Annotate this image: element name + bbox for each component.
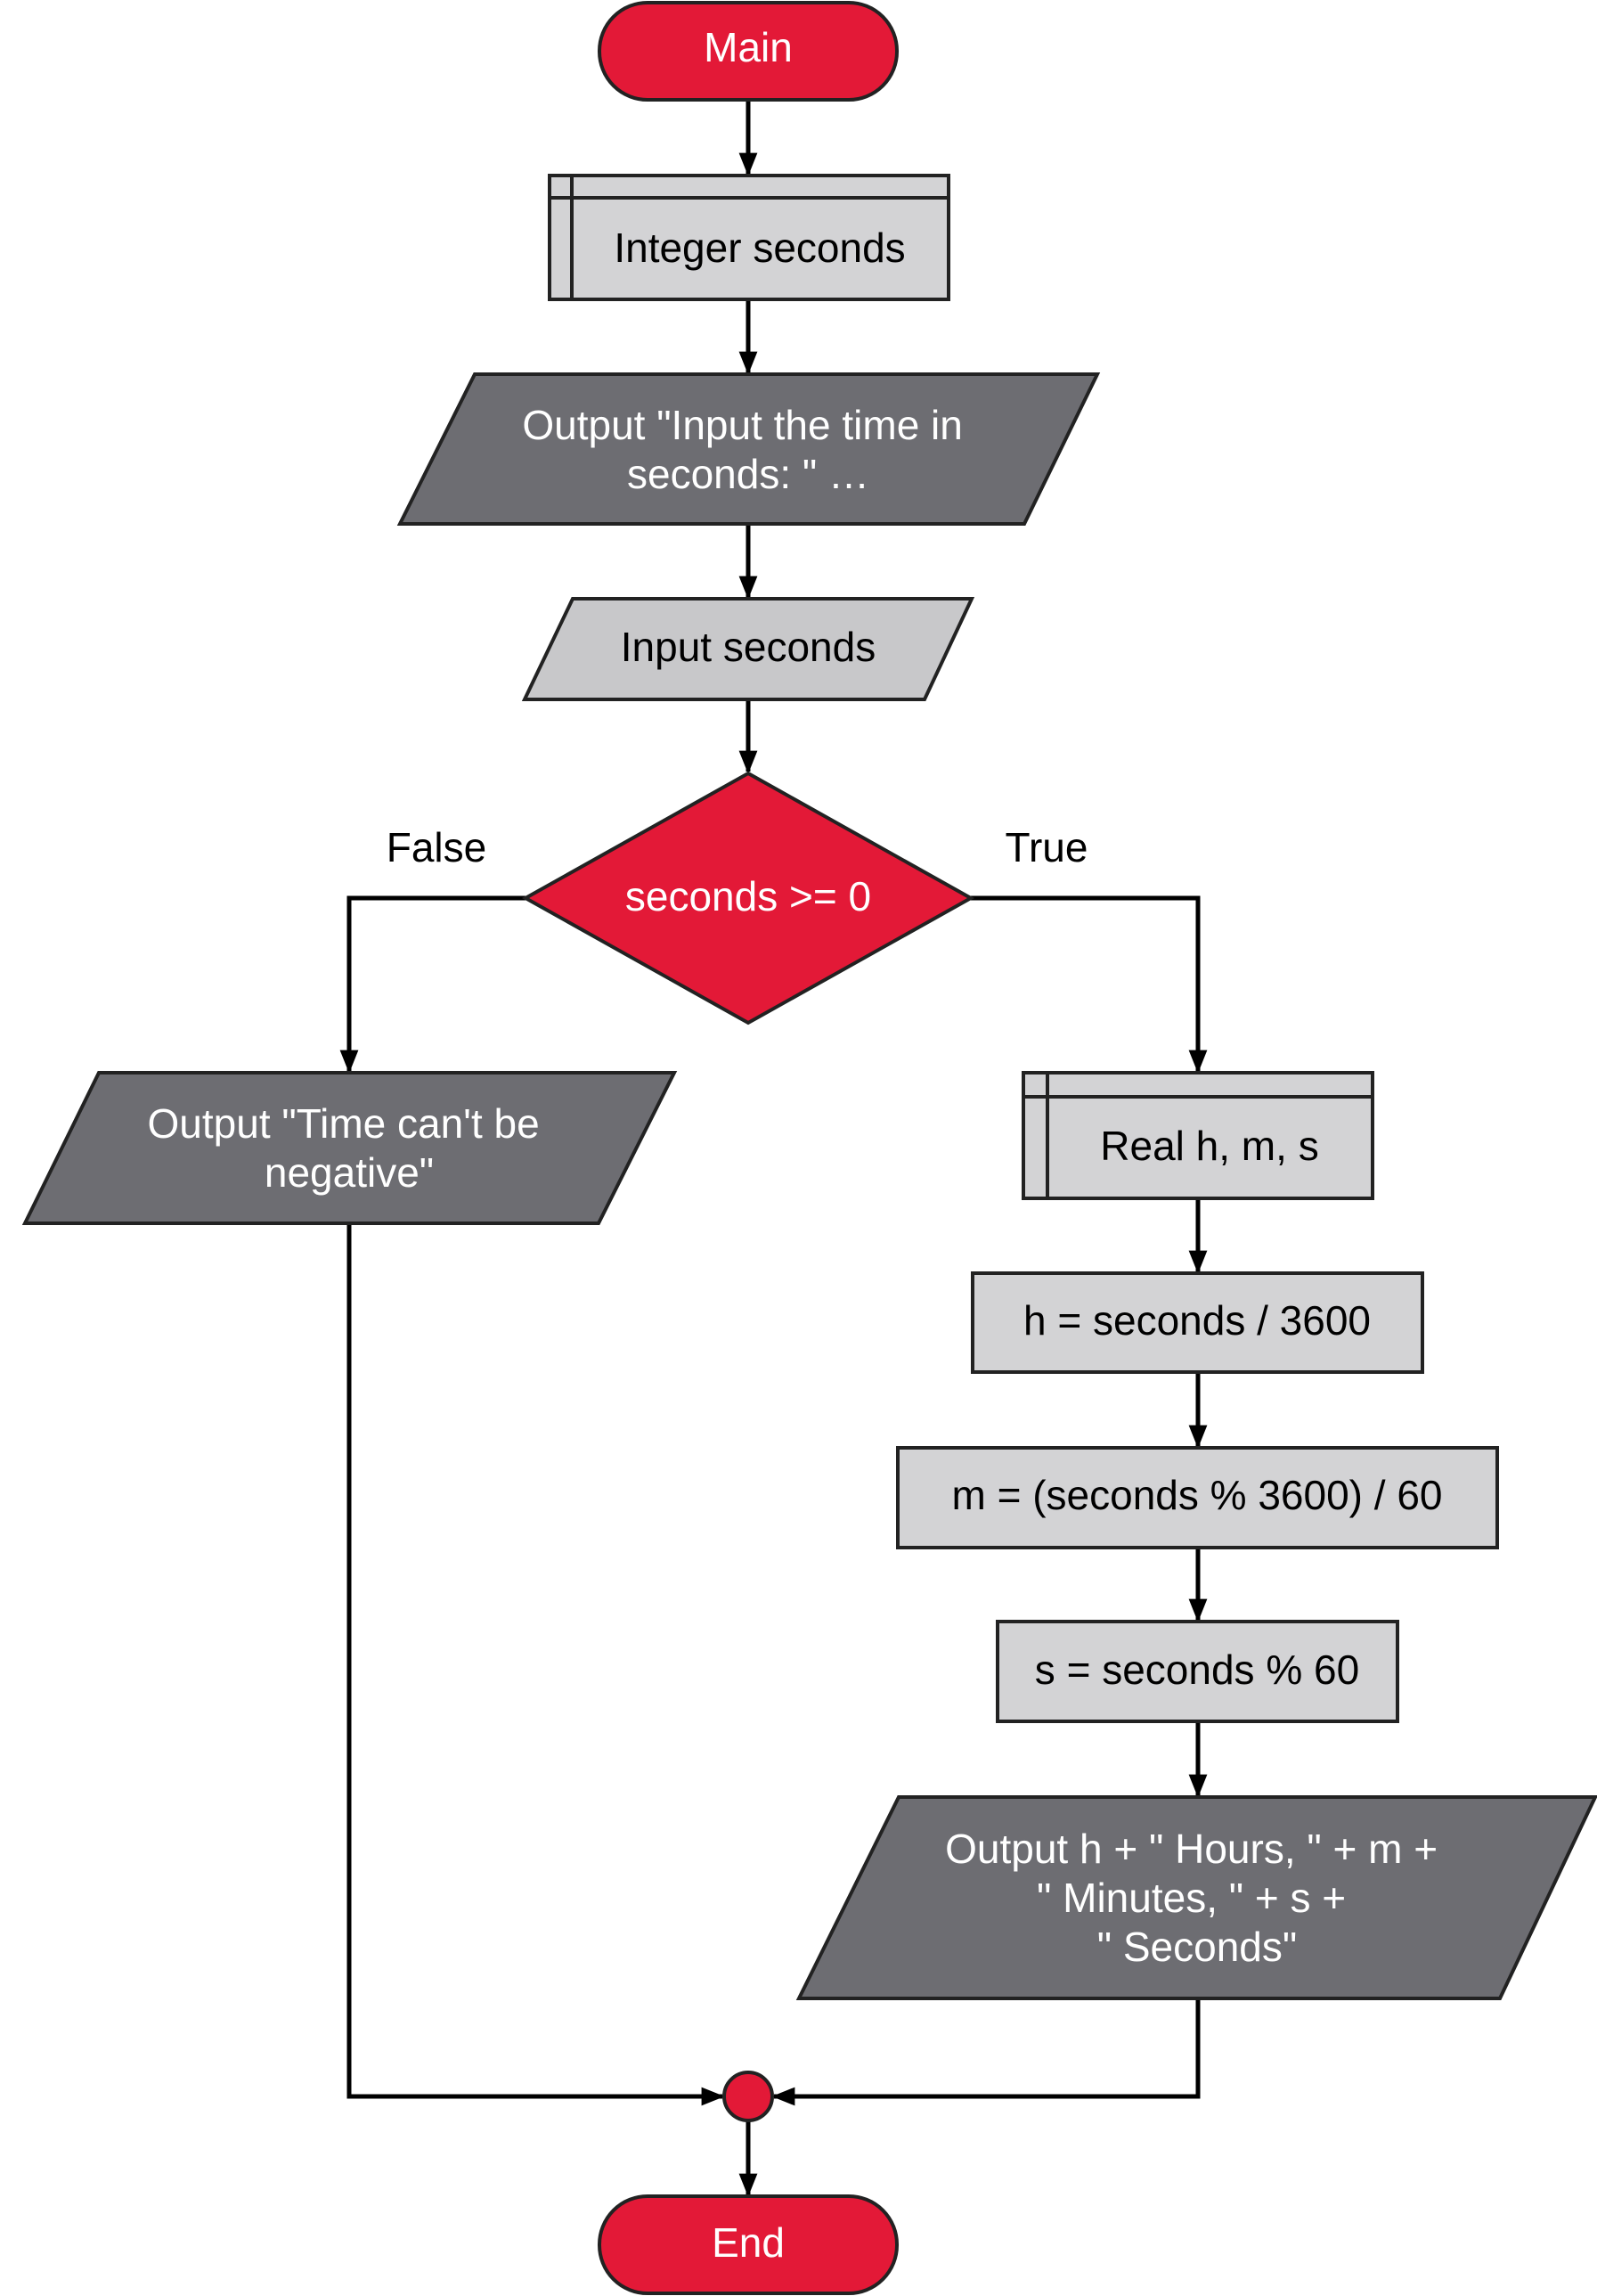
edges (339, 100, 1208, 2197)
output-result-line-3: " Seconds" (1097, 1924, 1297, 1970)
assign-h-node: h = seconds / 3600 (971, 1271, 1424, 1374)
assign-h-shape (971, 1271, 1424, 1374)
output-prompt-node: Output "Input the time in seconds: " … (396, 372, 1101, 526)
assign-m-shape (896, 1446, 1499, 1549)
declare-hms-shape (1022, 1071, 1374, 1200)
end-terminal-label: End (712, 2219, 785, 2266)
decision-label: seconds >= 0 (625, 873, 871, 919)
main-terminal: Main (598, 1, 899, 102)
declare-hms-node: Real h, m, s (1022, 1071, 1374, 1200)
output-result-label: Output h + " Hours, " + m + " Minutes, "… (945, 1826, 1449, 1970)
declare-seconds-label: Integer seconds (614, 225, 905, 271)
true-branch-label: True (1006, 824, 1088, 870)
edge-decision-false (339, 895, 526, 1074)
declare-seconds-node: Integer seconds (548, 174, 950, 301)
output-result-shape (795, 1795, 1597, 2000)
end-terminal: End (598, 2194, 899, 2295)
output-prompt-shape (396, 372, 1101, 526)
declare-hms-label: Real h, m, s (1100, 1123, 1318, 1169)
output-result-line-2: " Minutes, " + s + (1037, 1875, 1346, 1921)
decision-node: seconds >= 0 (521, 771, 975, 1025)
assign-s-node: s = seconds % 60 (996, 1620, 1399, 1723)
output-prompt-label: Output "Input the time in seconds: " … (522, 402, 974, 497)
false-branch-label: False (387, 824, 486, 870)
edge-decision-true (971, 895, 1208, 1074)
main-terminal-shape (598, 1, 899, 102)
assign-s-label: s = seconds % 60 (1035, 1646, 1359, 1693)
assign-s-shape (996, 1620, 1399, 1723)
output-prompt-line-1: Output "Input the time in (522, 402, 963, 448)
output-negative-shape (21, 1071, 678, 1225)
output-negative-node: Output "Time can't be negative" (21, 1071, 678, 1225)
output-negative-label: Output "Time can't be negative" (148, 1100, 551, 1196)
output-result-line-1: Output h + " Hours, " + m + (945, 1826, 1438, 1872)
main-terminal-label: Main (704, 24, 793, 70)
input-seconds-node: Input seconds (521, 597, 975, 701)
output-prompt-line-2: seconds: " … (627, 451, 869, 497)
edge-negative-to-connector (346, 1223, 725, 2106)
output-result-node: Output h + " Hours, " + m + " Minutes, "… (795, 1795, 1597, 2000)
assign-m-node: m = (seconds % 3600) / 60 (896, 1446, 1499, 1549)
merge-connector (722, 2071, 774, 2122)
assign-m-label: m = (seconds % 3600) / 60 (951, 1472, 1442, 1518)
assign-h-label: h = seconds / 3600 (1023, 1297, 1371, 1344)
end-terminal-shape (598, 2194, 899, 2295)
decision-shape (521, 771, 975, 1025)
edge-result-to-connector (771, 1998, 1201, 2106)
input-seconds-label: Input seconds (621, 624, 876, 670)
input-seconds-shape (521, 597, 975, 701)
output-negative-line-1: Output "Time can't be (148, 1100, 540, 1147)
output-negative-line-2: negative" (265, 1149, 434, 1196)
